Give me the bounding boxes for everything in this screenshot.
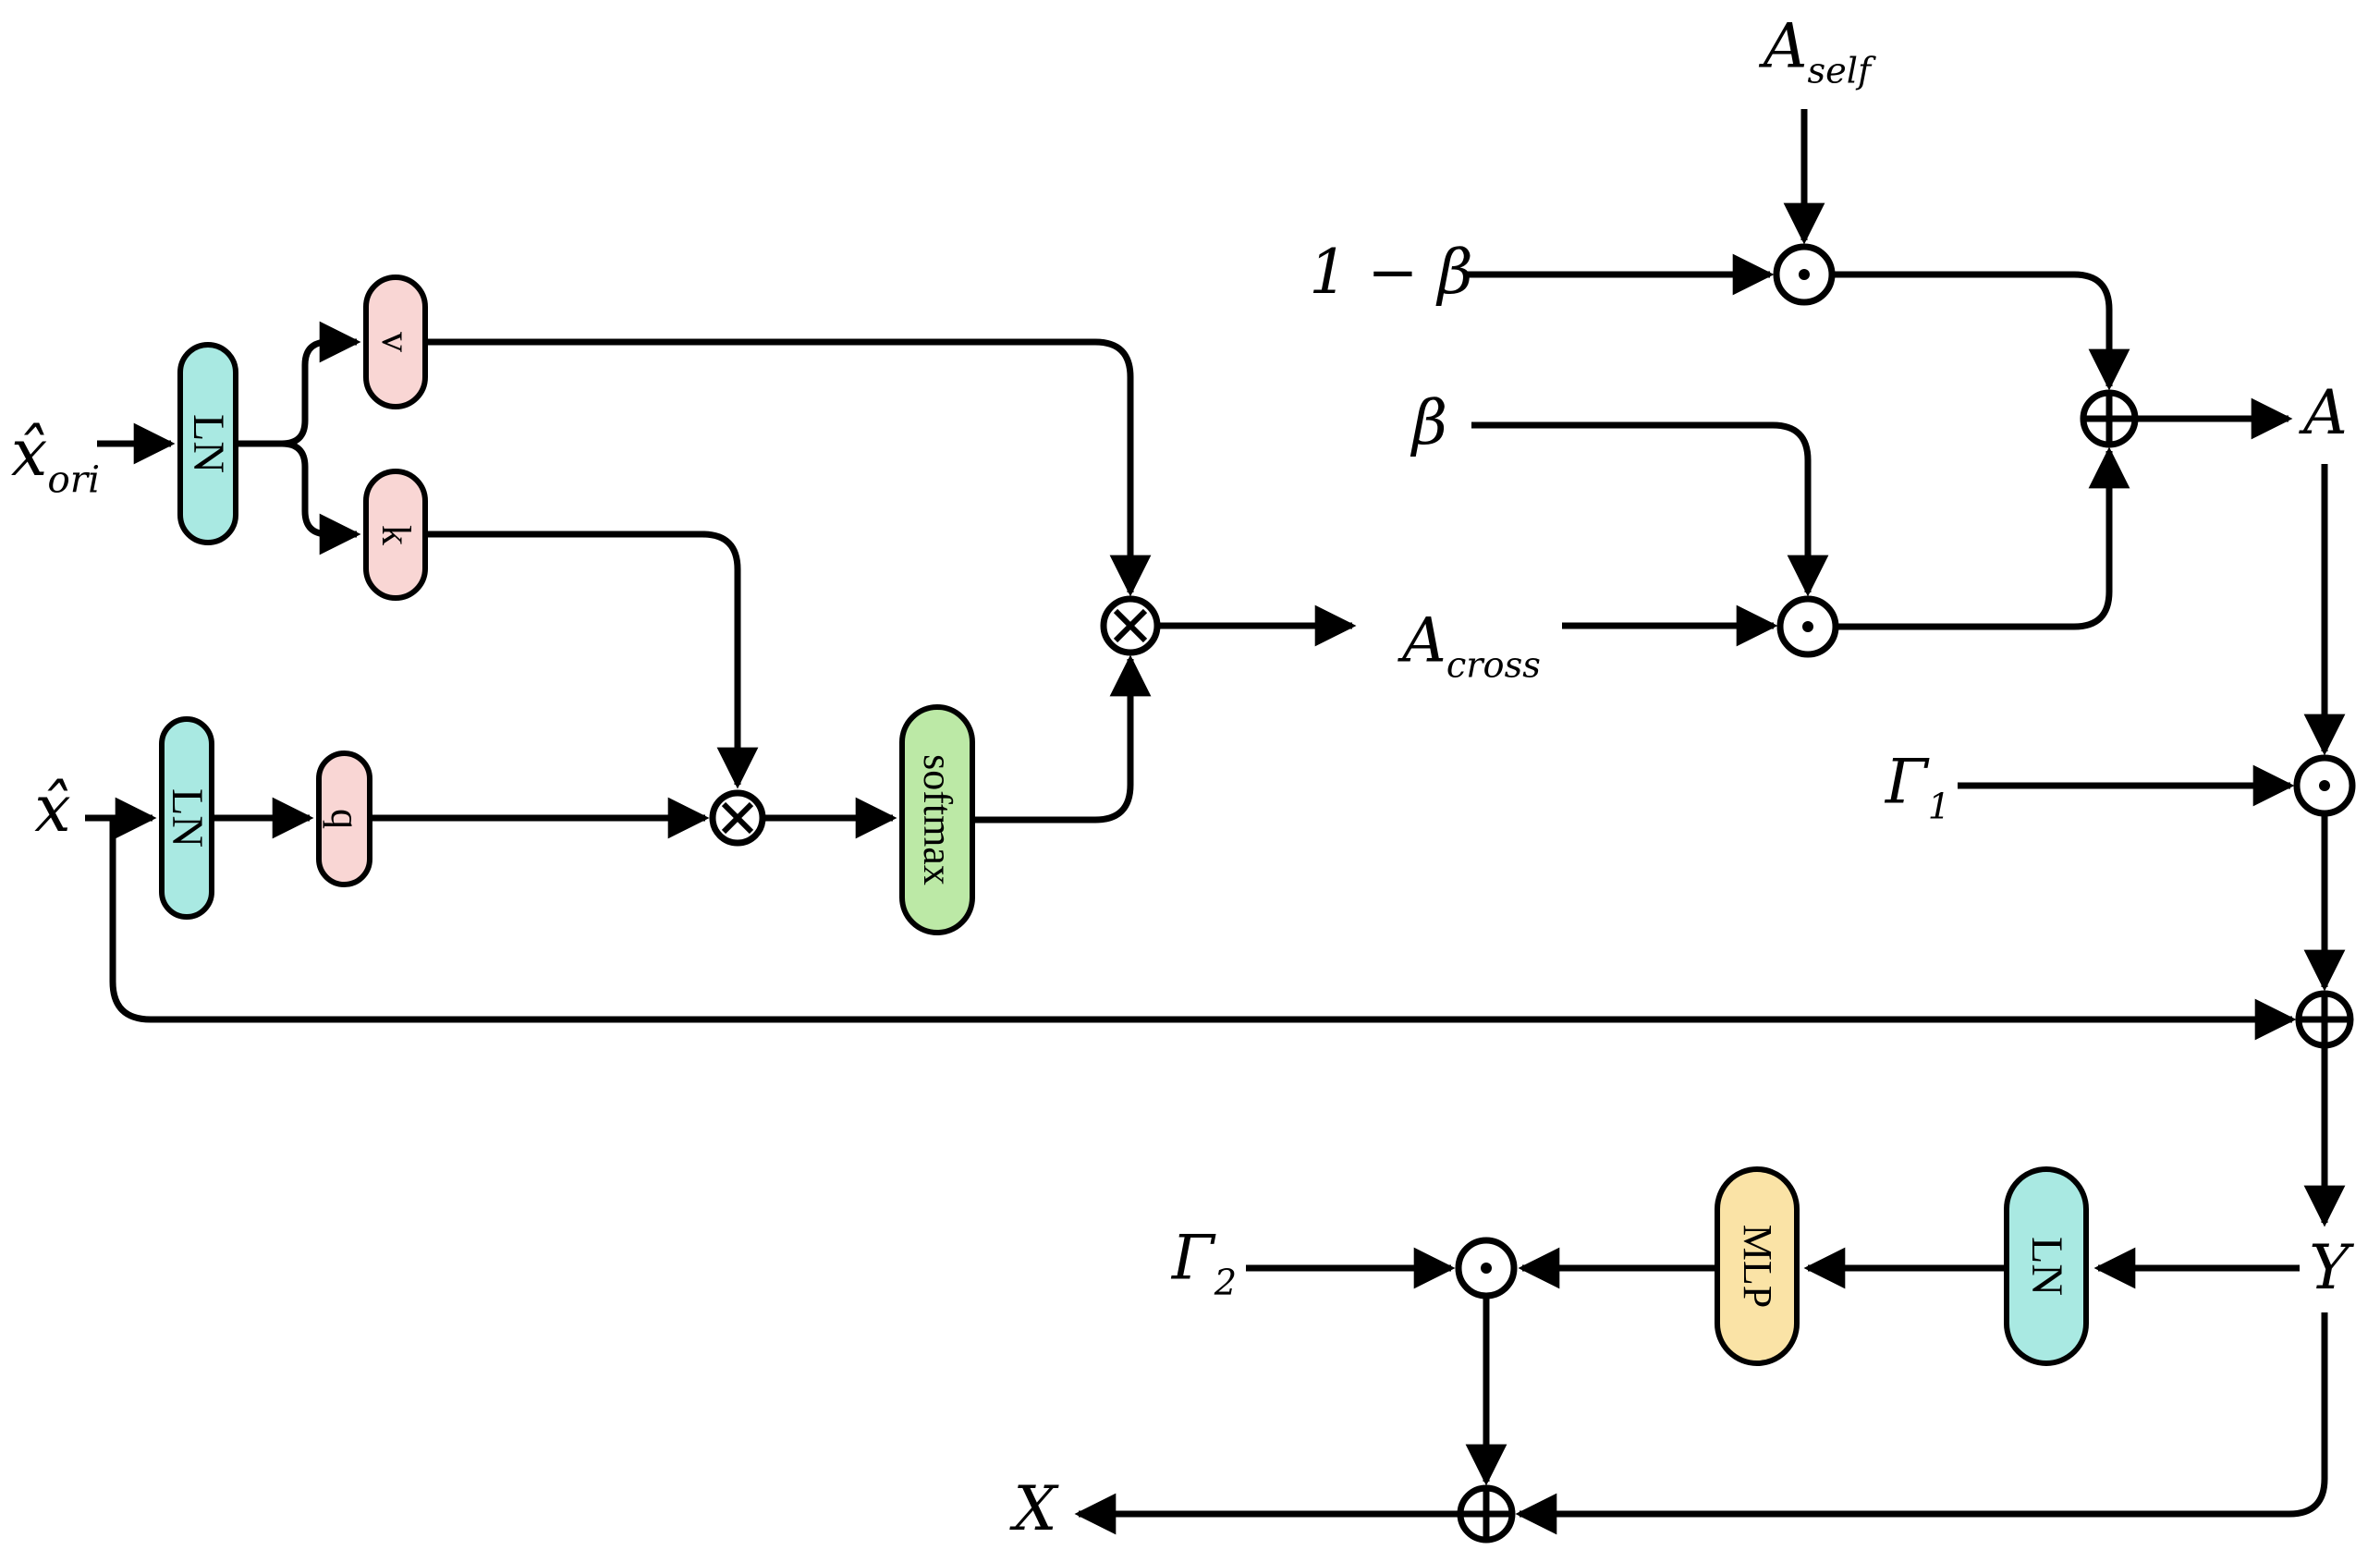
wire-xin-residual-to-sum1 [109,818,2297,1041]
a-self-subscript: self [1807,50,1872,92]
layernorm-block-top: LN [177,342,238,545]
wire-ln1-to-v [238,321,361,447]
input-label-a-self: Aself [1764,16,1871,90]
v-projection-block: v [363,275,428,409]
output-label-x: X [1013,1473,1057,1544]
label-gamma-2: Γ2 [1172,1227,1237,1301]
elementwise-product-node-self [1773,243,1836,306]
x-in-main: x̂ [34,771,71,848]
wire-v-to-matmul [428,338,1152,597]
a-self-main: A [1763,10,1808,82]
wire-y-residual-to-sum2 [1515,1312,2328,1535]
sum-node-residual-1 [2295,990,2354,1049]
input-label-x-ori: x̂ori [11,421,100,498]
softmax-block: softmax [899,704,975,935]
label-gamma-1: Γ1 [1886,751,1950,825]
mlp-block: MLP [1715,1166,1800,1366]
a-cross-main: A [1402,604,1446,677]
layernorm-block-final: LN [2004,1166,2089,1366]
v-projection-label: v [373,332,419,352]
softmax-label: softmax [915,754,961,885]
wire-softmax-to-matmul [975,654,1152,824]
gamma-1-main: Γ [1885,746,1928,818]
layernorm-top-label: LN [184,414,234,473]
layernorm-final-label: LN [2021,1237,2071,1296]
gamma-2-subscript: 2 [1214,1262,1238,1304]
a-cross-subscript: cross [1446,644,1541,687]
x-ori-main: x̂ [10,415,48,492]
input-label-x: x̂ [34,776,70,854]
elementwise-product-node-gamma2 [1455,1237,1518,1300]
gamma-2-main: Γ [1171,1222,1214,1294]
matmul-node-qk [709,789,766,847]
label-y: Y [2309,1232,2349,1303]
wire-productcross-to-sum [1836,446,2130,630]
q-projection-block: q [316,750,372,887]
matmul-node-attn-v [1100,595,1161,656]
gamma-1-subscript: 1 [1927,786,1951,828]
label-beta: β [1411,387,1448,458]
wire-beta-to-product [1471,421,1829,597]
sum-node-attention [2080,389,2139,448]
q-projection-label: q [322,809,368,829]
k-projection-block: k [363,469,428,601]
wire-k-to-matmul [428,531,759,789]
x-ori-subscript: ori [47,457,101,502]
layernorm-block-bottom: LN [159,716,214,920]
elementwise-product-node-gamma1 [2293,754,2356,817]
wire-productself-to-sum [1832,271,2130,391]
mlp-label: MLP [1735,1224,1781,1309]
sum-node-residual-2 [1457,1484,1516,1544]
k-projection-label: k [373,524,419,545]
layernorm-bottom-label: LN [163,788,213,848]
label-a-cross: Across [1402,610,1541,684]
wire-ln1-to-k [238,440,361,555]
label-one-minus-beta: 1 − β [1309,237,1473,308]
elementwise-product-node-cross [1776,595,1839,658]
label-a-mixed: A [2303,377,2348,448]
